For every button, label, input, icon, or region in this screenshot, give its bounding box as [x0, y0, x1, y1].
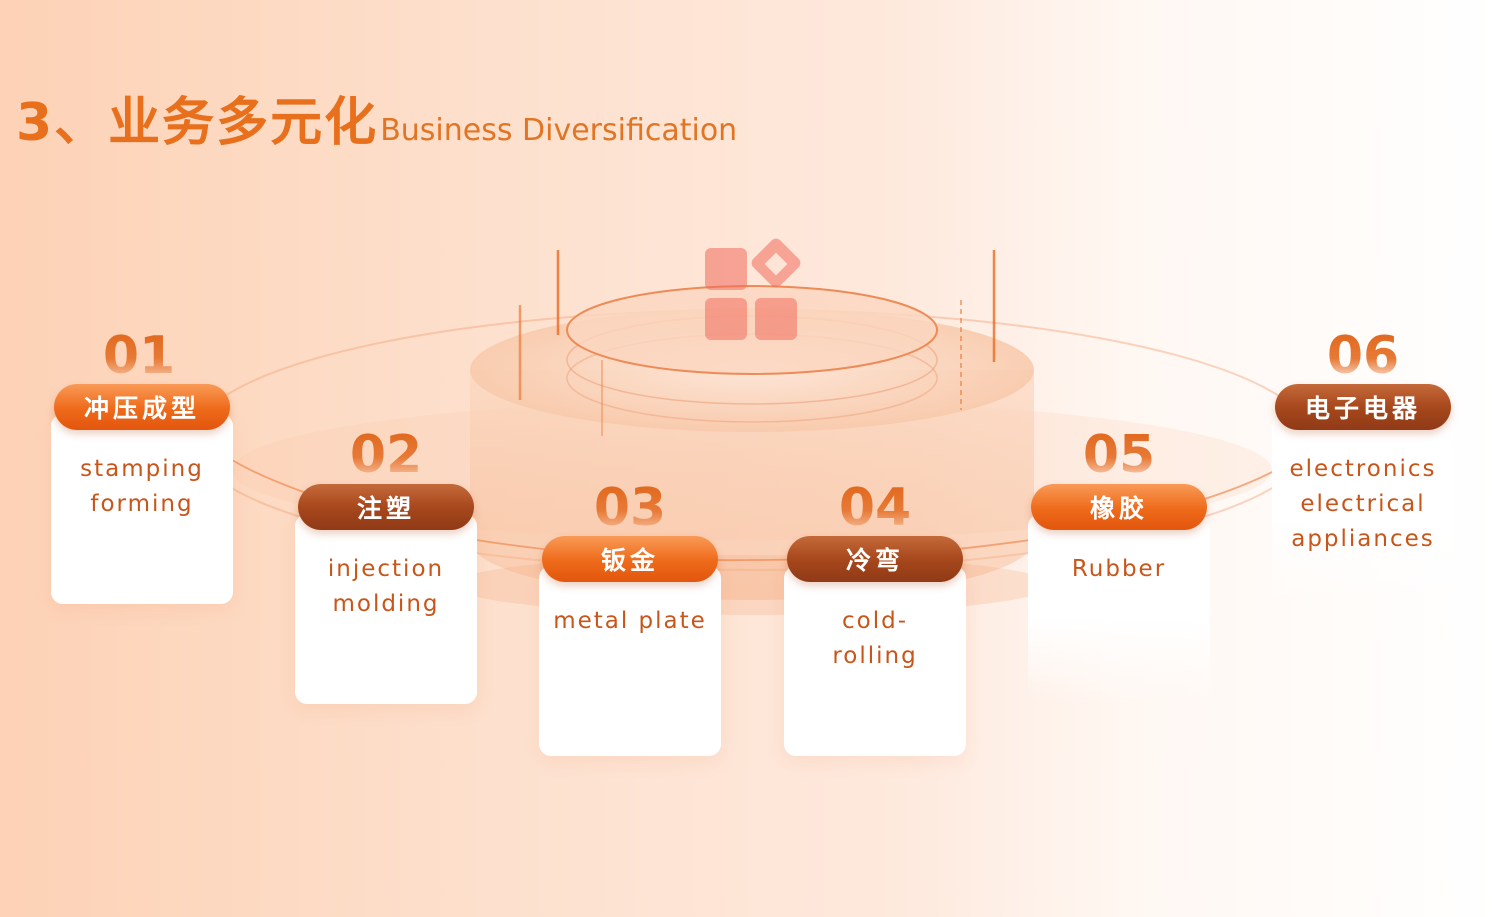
- item-number-01: 01: [48, 330, 230, 382]
- item-card-03: metal plate: [539, 566, 721, 756]
- page-title: 3、业务多元化 Business Diversification: [16, 80, 737, 155]
- item-number-04: 04: [784, 482, 966, 534]
- item-number-06: 06: [1272, 330, 1454, 382]
- item-desc-05: Rubber: [1071, 556, 1167, 582]
- item-label-04: 冷弯: [787, 536, 963, 582]
- item-desc-01: stamping forming: [80, 456, 204, 517]
- item-number-03: 03: [539, 482, 721, 534]
- item-label-01: 冲压成型: [54, 384, 230, 430]
- item-desc-06: electronics electrical appliances: [1289, 456, 1437, 552]
- item-card-06: electronics electrical appliances: [1272, 414, 1454, 604]
- item-number-02: 02: [295, 429, 477, 481]
- title-en: Business Diversification: [380, 113, 738, 148]
- item-label-02: 注塑: [298, 484, 474, 530]
- item-label-03: 钣金: [542, 536, 718, 582]
- item-desc-03: metal plate: [553, 608, 707, 634]
- item-desc-02: injection molding: [327, 556, 445, 617]
- item-number-05: 05: [1028, 429, 1210, 481]
- title-cn: 3、业务多元化: [16, 93, 379, 153]
- item-card-02: injection molding: [295, 514, 477, 704]
- item-card-04: cold-rolling: [784, 566, 966, 756]
- item-label-06: 电子电器: [1275, 384, 1451, 430]
- item-card-01: stamping forming: [51, 414, 233, 604]
- item-label-05: 橡胶: [1031, 484, 1207, 530]
- grid-diamond-icon: [705, 238, 801, 340]
- item-card-05: Rubber: [1028, 514, 1210, 704]
- top-disc: [566, 285, 938, 375]
- item-desc-04: cold-rolling: [832, 608, 918, 669]
